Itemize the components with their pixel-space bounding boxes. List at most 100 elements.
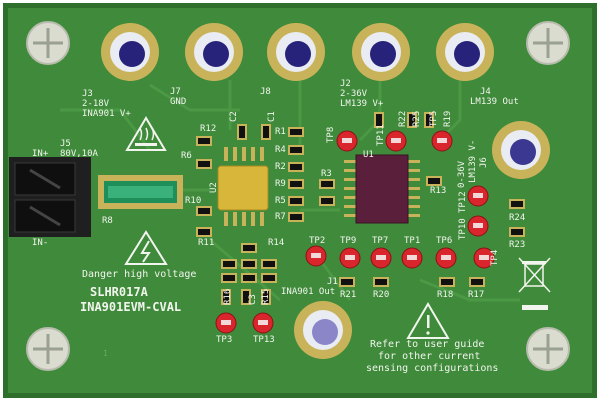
svg-text:R7: R7 [275,212,286,222]
shunt-resistor-r8 [98,175,183,209]
terminal-minus-label: IN- [32,238,48,248]
jack-j6[interactable] [492,121,550,179]
mounting-hole-icon [26,327,70,371]
resistor-r1 [288,127,304,137]
svg-text:R8: R8 [102,216,113,226]
j1-ref: J1 [327,277,338,287]
svg-text:TP10: TP10 [458,218,468,240]
svg-text:R22: R22 [398,111,408,127]
smd-e [241,273,257,283]
resistor-r3 [319,179,335,189]
svg-text:R17: R17 [468,290,484,300]
j5-ref: J5 [60,139,71,149]
j3-desc2: INA901 V+ [82,109,131,119]
cap-c3 [241,289,251,305]
svg-text:R2: R2 [275,162,286,172]
svg-text:C2: C2 [229,111,239,122]
svg-text:TP2: TP2 [309,236,325,246]
svg-text:R20: R20 [373,290,389,300]
resistor-r14 [241,243,257,253]
svg-text:R3: R3 [321,169,332,179]
svg-text:R16: R16 [223,289,233,305]
resistor-r12 [196,136,212,146]
svg-text:TP9: TP9 [340,236,356,246]
rotated-designators: U2 C2 C1 TP8 TP11 R22 R25 TP5 R19 TP12 T… [209,111,500,305]
terminal-block-j5[interactable] [9,157,91,237]
j7-desc1: GND [170,97,186,107]
svg-text:R13: R13 [430,186,446,196]
resistor-r11 [196,227,212,237]
resistor-r3b [319,196,335,206]
svg-text:R15: R15 [261,289,271,305]
svg-text:R11: R11 [198,238,214,248]
svg-text:C1: C1 [267,111,277,122]
svg-text:R14: R14 [268,238,284,248]
resistor-r5 [288,196,304,206]
svg-text:U1: U1 [363,150,374,160]
j2-desc2: LM139 V+ [340,99,384,109]
jack-j2[interactable] [352,23,410,81]
jack-j1[interactable] [294,301,352,359]
smd-f [261,273,277,283]
svg-text:TP7: TP7 [372,236,388,246]
j8-ref: J8 [260,87,271,97]
svg-text:TP11: TP11 [376,124,386,146]
svg-text:TP5: TP5 [429,111,439,127]
resistor-r15 [261,289,271,305]
smd-c [261,259,277,269]
resistor-r22 [374,112,384,128]
resistor-r7 [288,212,304,222]
weee-bin-icon [518,257,551,310]
test-points[interactable] [215,130,495,334]
j2-ref: J2 [340,79,351,89]
board-id-line1: SLHR017A [90,285,149,299]
mounting-hole-icon [526,327,570,371]
j5-desc1: 80V,10A [60,149,99,159]
board-text: Danger high voltage SLHR017A INA901EVM-C… [80,269,498,374]
jack-j8[interactable] [267,23,325,81]
svg-text:R23: R23 [509,240,525,250]
jack-j7[interactable] [185,23,243,81]
resistor-r17 [469,277,485,287]
hot-surface-warning-icon [125,116,167,151]
svg-text:TP3: TP3 [216,335,232,345]
resistor-r24 [509,199,525,209]
svg-text:R25: R25 [412,111,422,127]
svg-text:TP13: TP13 [253,335,275,345]
svg-text:TP6: TP6 [436,236,452,246]
smd-d [221,273,237,283]
resistor-r25 [407,112,417,128]
resistor-r6 [196,159,212,169]
resistor-r21 [339,277,355,287]
resistor-r4 [288,145,304,155]
svg-text:U2: U2 [209,182,219,193]
resistor-r13 [426,176,442,186]
j6-desc2: LM139 V- [468,140,478,183]
svg-text:TP1: TP1 [404,236,420,246]
reference-designators: R12 R6 R10 R11 R1 R4 R2 R9 R5 R7 R3 R14 … [102,124,525,345]
jack-j4[interactable] [436,23,494,81]
resistor-r16 [221,289,231,305]
svg-text:TP8: TP8 [326,127,336,143]
svg-text:R10: R10 [185,196,201,206]
smd-b [241,259,257,269]
resistor-r20 [373,277,389,287]
j2-desc1: 2-36V [340,89,368,99]
svg-text:R12: R12 [200,124,216,134]
resistor-r9 [288,179,304,189]
j4-desc1: LM139 Out [470,97,519,107]
cap-c1 [261,124,271,140]
svg-text:R5: R5 [275,196,286,206]
copper-traces [60,80,520,302]
j3-ref: J3 [82,89,93,99]
svg-text:R18: R18 [437,290,453,300]
j6-desc1: 0-36V [457,160,467,188]
jack-j3[interactable] [101,23,159,81]
svg-text:R21: R21 [340,290,356,300]
svg-text:R4: R4 [275,145,286,155]
connector-labels: J3 2-18V INA901 V+ J7 GND J8 J2 2-36V LM… [32,79,519,297]
ic-u1 [344,154,420,224]
smd-parts [196,112,525,305]
j1-desc1: INA901 Out [281,287,335,297]
